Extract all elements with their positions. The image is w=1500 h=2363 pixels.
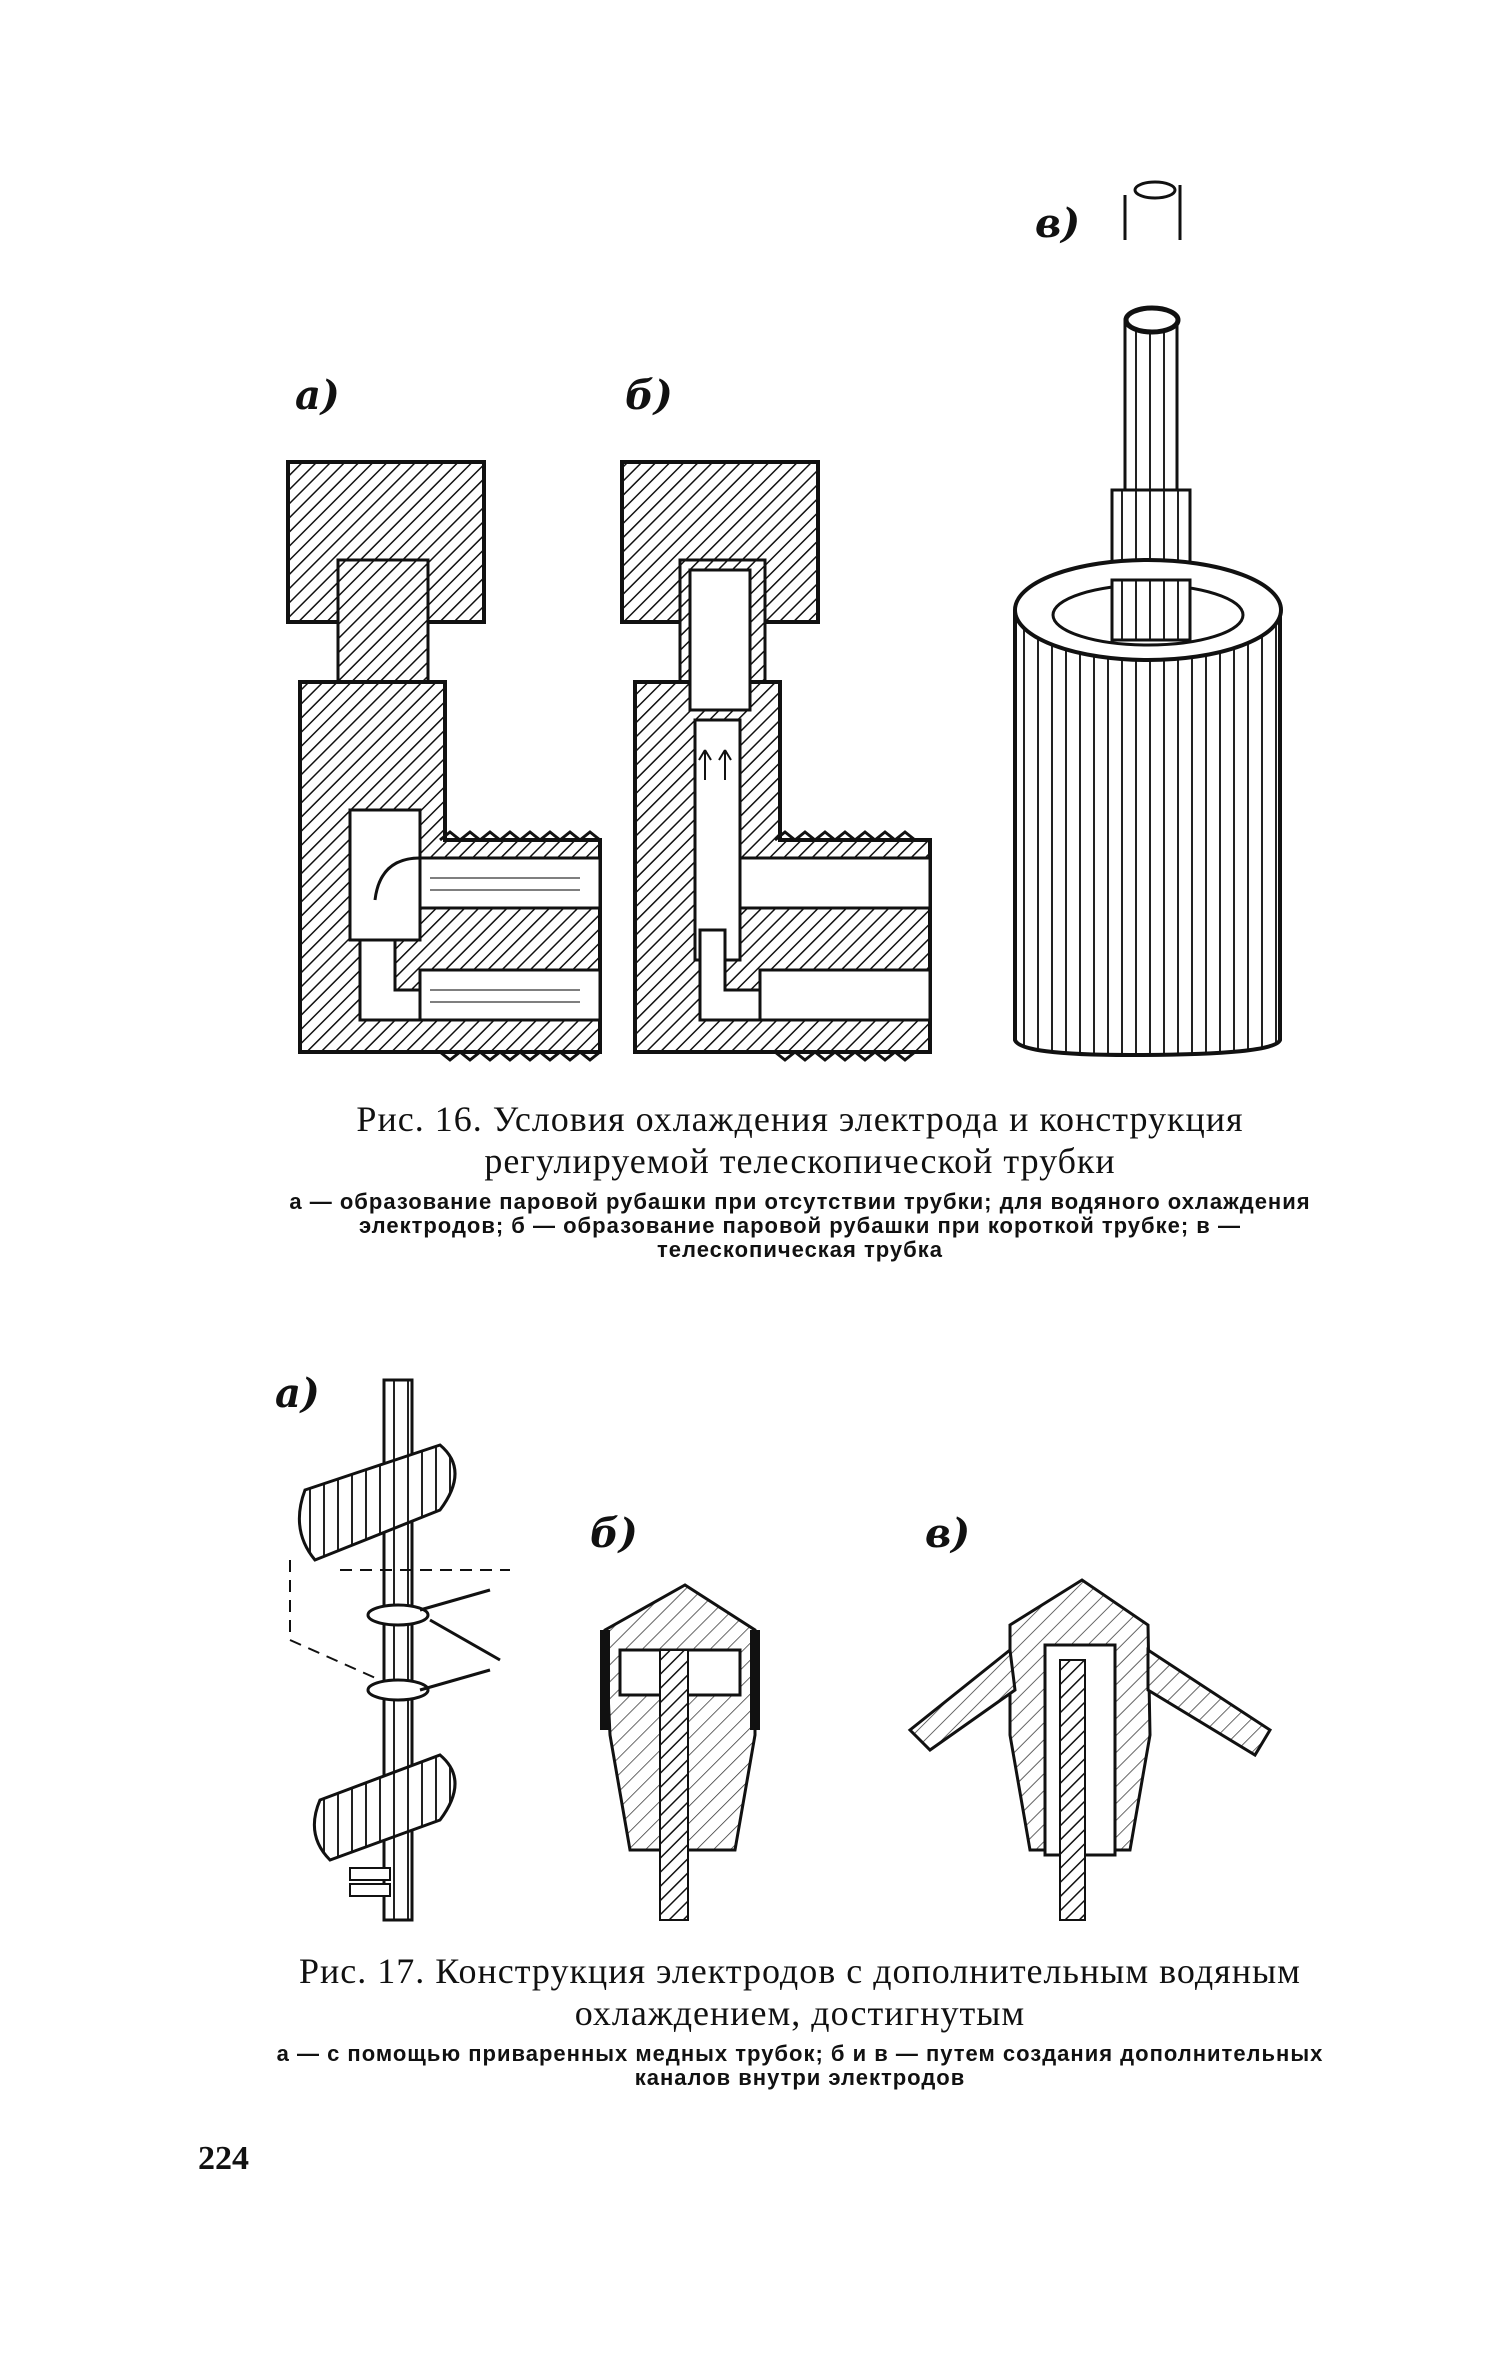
- fig17-panel-c-label: в): [925, 1510, 971, 1557]
- figure-17-caption-legend: а — с помощью приваренных медных трубок;…: [276, 2041, 1324, 2090]
- fig17-panel-b-drawing: [600, 1583, 760, 1921]
- fig17-panel-a-label: а): [275, 1370, 320, 1417]
- page-number: 224: [198, 2140, 249, 2177]
- fig16-panel-c-drawing: [1013, 180, 1283, 1058]
- fig16-panel-a-drawing: [286, 460, 602, 1062]
- figure-16-caption-legend: а — образование паровой рубашки при отсу…: [289, 1189, 1311, 1262]
- fig17-panel-c-drawing: [907, 1578, 1273, 1921]
- fig17-panel-b-label: б): [590, 1510, 638, 1557]
- fig16-panel-b-label: б): [625, 372, 673, 419]
- figure-16-caption-title: Рис. 16. Условия охлаждения электрода и …: [356, 1099, 1244, 1181]
- fig16-panel-c-label: в): [1035, 200, 1081, 247]
- figure-17-caption-title: Рис. 17. Конструкция электродов с дополн…: [299, 1951, 1301, 2033]
- fig17-panel-a-drawing: [289, 1378, 510, 1922]
- fig16-panel-a-label: а): [295, 372, 340, 419]
- fig16-panel-b-drawing: [620, 460, 932, 1062]
